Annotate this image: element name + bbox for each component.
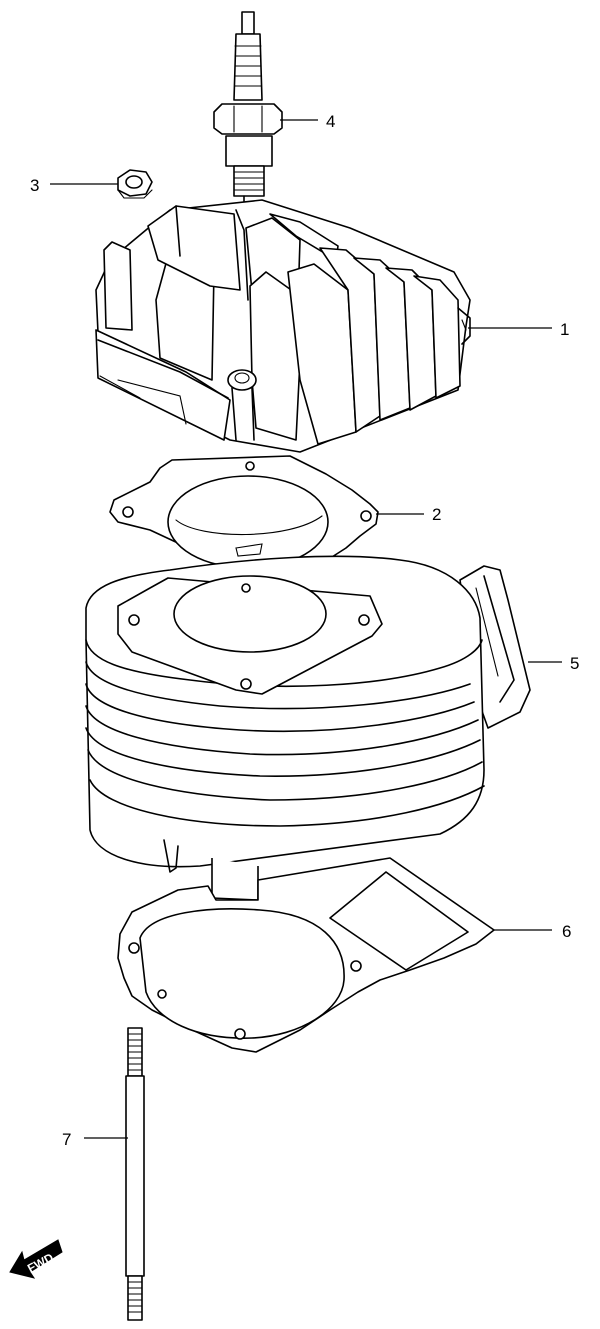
callout-number-3: 3 [30,176,39,195]
cylinder-part[interactable] [85,555,531,901]
callout-number-6: 6 [562,922,571,941]
callout-number-4: 4 [326,112,335,131]
base-gasket-part[interactable] [117,857,495,1053]
arrow-forward-icon [9,1239,63,1279]
forward-direction-indicator: FWD [9,1239,63,1279]
callout-number-2: 2 [432,505,441,524]
head-gasket-part[interactable] [109,455,379,583]
stud-bolt-part[interactable] [125,1027,145,1321]
cylinder-head-part[interactable] [95,199,471,453]
callout-number-1: 1 [560,320,569,339]
nut-part[interactable] [117,169,153,199]
spark-plug-part[interactable] [213,11,283,209]
callout-number-7: 7 [62,1130,71,1149]
callout-number-5: 5 [570,654,579,673]
